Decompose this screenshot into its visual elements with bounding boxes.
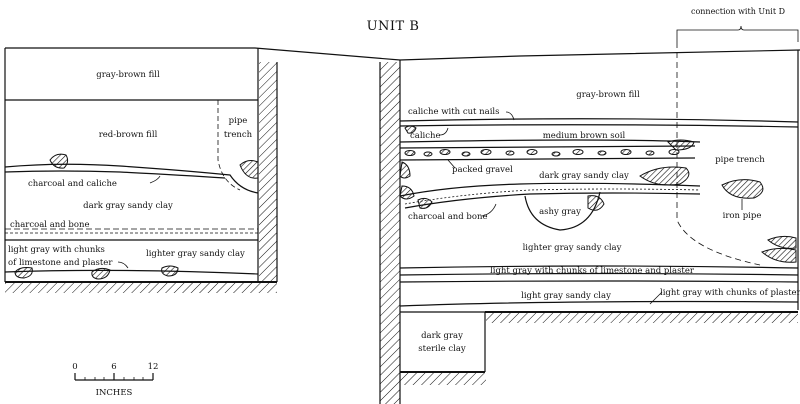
scale-unit: INCHES	[96, 388, 133, 398]
left-label-pipe: pipe	[229, 116, 248, 126]
left-label-light-gray-1: light gray with chunks	[8, 245, 105, 255]
scale-tick-0: 0	[72, 362, 77, 372]
right-label-caliche-cut-nails: caliche with cut nails	[408, 107, 500, 117]
left-label-trench: trench	[224, 130, 253, 140]
left-label-lighter-gray-sandy-clay: lighter gray sandy clay	[146, 249, 245, 259]
right-label-sterile-2: sterile clay	[418, 344, 466, 354]
connection-label: connection with Unit D	[691, 7, 785, 16]
gravel-band	[404, 149, 680, 157]
ground-surface	[5, 47, 800, 61]
left-label-charcoal-caliche: charcoal and caliche	[28, 179, 117, 189]
left-label-light-gray-2: of limestone and plaster	[8, 258, 113, 268]
right-label-lighter-gray-sandy-clay: lighter gray sandy clay	[523, 243, 622, 253]
right-label-light-gray-plaster: light gray with chunks of plaster	[660, 288, 800, 298]
scale-tick-6: 6	[111, 362, 116, 372]
left-label-gray-brown-fill: gray-brown fill	[96, 70, 160, 80]
left-label-charcoal-bone: charcoal and bone	[10, 220, 89, 230]
right-label-caliche: caliche	[410, 131, 441, 141]
right-label-medium-brown-soil: medium brown soil	[543, 131, 626, 141]
right-profile: gray-brown fill caliche with cut nails c…	[379, 42, 800, 404]
left-profile: gray-brown fill red-brown fill pipe tren…	[4, 48, 278, 293]
right-label-sterile-1: dark gray	[421, 331, 463, 341]
right-label-dark-gray-sandy-clay: dark gray sandy clay	[539, 171, 629, 181]
right-label-iron-pipe: iron pipe	[723, 211, 762, 221]
title: UNIT B	[367, 19, 420, 34]
scale-bar: 0 6 12 INCHES	[72, 362, 158, 398]
scale-tick-12: 12	[148, 362, 159, 372]
right-label-gray-brown-fill: gray-brown fill	[576, 90, 640, 100]
right-label-charcoal-bone: charcoal and bone	[408, 212, 487, 222]
right-label-light-gray-sandy-clay: light gray sandy clay	[521, 291, 611, 301]
right-label-light-gray-limestone: light gray with chunks of limestone and …	[490, 266, 695, 276]
right-label-packed-gravel: packed gravel	[452, 165, 513, 175]
connection-bracket: connection with Unit D	[676, 7, 799, 42]
left-label-dark-gray-sandy-clay: dark gray sandy clay	[83, 201, 173, 211]
left-label-red-brown-fill: red-brown fill	[99, 130, 158, 140]
right-label-ashy-gray: ashy gray	[539, 207, 581, 217]
right-label-pipe-trench: pipe trench	[715, 155, 765, 165]
